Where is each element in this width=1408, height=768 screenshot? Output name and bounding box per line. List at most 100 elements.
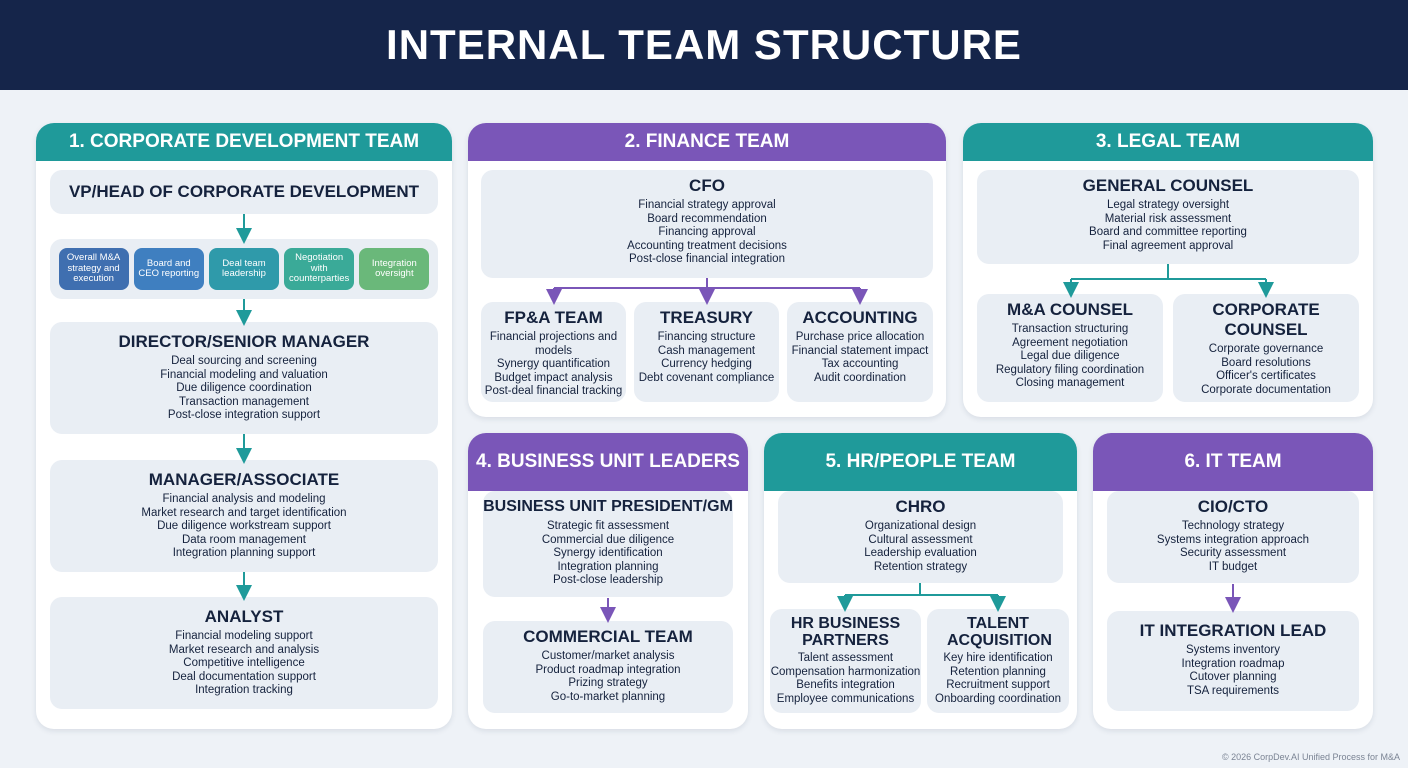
page-header: INTERNAL TEAM STRUCTURE bbox=[0, 0, 1408, 90]
list-item: Financial projections and models bbox=[489, 331, 618, 357]
it-panel: 6. IT TEAM CIO/CTO Technology strategy S… bbox=[1093, 433, 1373, 729]
list-item: Employee communications bbox=[776, 692, 915, 705]
hr-panel: 5. HR/PEOPLE TEAM CHRO Organizational de… bbox=[764, 433, 1077, 729]
list-item: Financial modeling support bbox=[175, 630, 313, 642]
list-item: Onboarding coordination bbox=[935, 692, 1061, 705]
list-item: Prizing strategy bbox=[568, 677, 648, 690]
list-item: Customer/market analysis bbox=[541, 650, 675, 662]
list-item: Security assessment bbox=[1179, 547, 1287, 560]
list-item: Cutover planning bbox=[1189, 671, 1277, 684]
list-item: Legal strategy oversight bbox=[1106, 199, 1230, 211]
corp-counsel-title: CORPORATE COUNSEL bbox=[1212, 300, 1320, 339]
commercial-title: COMMERCIAL TEAM bbox=[523, 627, 693, 646]
list-item: Compensation harmonization bbox=[770, 665, 921, 678]
list-item: IT budget bbox=[1208, 560, 1258, 573]
accounting-title: ACCOUNTING bbox=[802, 308, 918, 327]
list-item: Integration tracking bbox=[195, 684, 293, 697]
page-title: INTERNAL TEAM STRUCTURE bbox=[386, 21, 1022, 68]
list-item: Systems integration approach bbox=[1156, 533, 1310, 546]
chro-title: CHRO bbox=[895, 497, 946, 516]
list-item: Commercial due diligence bbox=[541, 533, 675, 546]
corp-dev-panel: 1. CORPORATE DEVELOPMENT TEAM VP/HEAD OF… bbox=[36, 123, 452, 729]
list-item: Financial statement impact bbox=[791, 344, 929, 357]
list-item: Due diligence workstream support bbox=[157, 520, 331, 533]
it-lead-title: IT INTEGRATION LEAD bbox=[1139, 621, 1327, 640]
list-item: Technology strategy bbox=[1181, 520, 1285, 532]
chip-deal-team: Deal team leadership bbox=[208, 248, 279, 290]
list-item: Strategic fit assessment bbox=[546, 520, 670, 532]
list-item: Purchase price allocation bbox=[795, 331, 925, 343]
gc-title: GENERAL COUNSEL bbox=[1082, 176, 1254, 195]
list-item: Retention strategy bbox=[873, 560, 968, 573]
corp-counsel-box: CORPORATE COUNSEL Corporate governance B… bbox=[1173, 294, 1359, 402]
list-item: Market research and analysis bbox=[168, 643, 320, 656]
list-item: Financing approval bbox=[658, 226, 756, 239]
analyst-title: ANALYST bbox=[204, 607, 284, 626]
list-item: Go-to-market planning bbox=[550, 690, 666, 703]
cfo-box: CFO Financial strategy approval Board re… bbox=[481, 170, 933, 278]
list-item: Competitive intelligence bbox=[183, 657, 305, 670]
list-item: Due diligence coordination bbox=[176, 382, 312, 395]
list-item: Recruitment support bbox=[946, 679, 1050, 692]
accounting-box: ACCOUNTING Purchase price allocation Fin… bbox=[787, 302, 933, 402]
list-item: Corporate documentation bbox=[1201, 383, 1331, 396]
it-lead-box: IT INTEGRATION LEAD Systems inventory In… bbox=[1107, 611, 1359, 711]
bu-president-box: BUSINESS UNIT PRESIDENT/GM Strategic fit… bbox=[483, 491, 733, 597]
list-item: TSA requirements bbox=[1186, 684, 1280, 697]
list-item: Board recommendation bbox=[647, 212, 767, 225]
chip-board-reporting: Board and CEO reporting bbox=[133, 248, 204, 290]
list-item: Officer's certificates bbox=[1216, 370, 1316, 383]
list-item: Integration planning bbox=[557, 560, 659, 573]
manager-box: MANAGER/ASSOCIATE Financial analysis and… bbox=[50, 460, 438, 572]
list-item: Deal documentation support bbox=[172, 670, 316, 683]
ta-title: TALENT ACQUISITION bbox=[947, 615, 1052, 649]
bu-president-title: BUSINESS UNIT PRESIDENT/GM bbox=[483, 498, 733, 515]
commercial-box: COMMERCIAL TEAM Customer/market analysis… bbox=[483, 621, 733, 713]
list-item: Material risk assessment bbox=[1104, 212, 1232, 225]
list-item: Market research and target identificatio… bbox=[141, 506, 347, 519]
director-box: DIRECTOR/SENIOR MANAGER Deal sourcing an… bbox=[50, 322, 438, 434]
list-item: Audit coordination bbox=[813, 371, 907, 384]
chip-strategy: Overall M&A strategy and execution bbox=[58, 248, 129, 290]
corp-dev-header: 1. CORPORATE DEVELOPMENT TEAM bbox=[36, 123, 452, 161]
treasury-box: TREASURY Financing structure Cash manage… bbox=[634, 302, 779, 402]
list-item: Legal due diligence bbox=[1020, 350, 1120, 363]
manager-title: MANAGER/ASSOCIATE bbox=[148, 470, 340, 489]
list-item: Transaction management bbox=[179, 395, 309, 408]
chro-box: CHRO Organizational design Cultural asse… bbox=[778, 491, 1063, 583]
fpa-title: FP&A TEAM bbox=[504, 308, 603, 327]
analyst-box: ANALYST Financial modeling support Marke… bbox=[50, 597, 438, 709]
list-item: Closing management bbox=[1015, 377, 1125, 390]
gc-box: GENERAL COUNSEL Legal strategy oversight… bbox=[977, 170, 1359, 264]
list-item: Organizational design bbox=[864, 520, 977, 532]
ma-counsel-title: M&A COUNSEL bbox=[1007, 300, 1133, 319]
list-item: Financing structure bbox=[657, 331, 756, 343]
treasury-title: TREASURY bbox=[660, 308, 753, 327]
list-item: Board resolutions bbox=[1221, 356, 1311, 369]
list-item: Post-deal financial tracking bbox=[484, 385, 623, 398]
copyright-footer: © 2026 CorpDev.AI Unified Process for M&… bbox=[1221, 752, 1400, 762]
list-item: Leadership evaluation bbox=[864, 547, 977, 560]
cio-box: CIO/CTO Technology strategy Systems inte… bbox=[1107, 491, 1359, 583]
list-item: Tax accounting bbox=[821, 358, 899, 371]
list-item: Post-close leadership bbox=[553, 574, 663, 587]
list-item: Debt covenant compliance bbox=[638, 371, 775, 384]
list-item: Accounting treatment decisions bbox=[627, 239, 787, 252]
legal-panel: 3. LEGAL TEAM GENERAL COUNSEL Legal stra… bbox=[963, 123, 1373, 417]
list-item: Synergy quantification bbox=[496, 358, 611, 371]
hr-header: 5. HR/PEOPLE TEAM bbox=[764, 433, 1077, 491]
corp-dev-vp-box: VP/HEAD OF CORPORATE DEVELOPMENT bbox=[50, 170, 438, 214]
list-item: Transaction structuring bbox=[1011, 323, 1129, 335]
corp-dev-vp-title: VP/HEAD OF CORPORATE DEVELOPMENT bbox=[68, 182, 420, 201]
bu-header: 4. BUSINESS UNIT LEADERS bbox=[468, 433, 748, 491]
list-item: Currency hedging bbox=[661, 358, 752, 371]
bu-panel: 4. BUSINESS UNIT LEADERS BUSINESS UNIT P… bbox=[468, 433, 748, 729]
legal-header: 3. LEGAL TEAM bbox=[963, 123, 1373, 161]
list-item: Deal sourcing and screening bbox=[171, 355, 317, 367]
list-item: Systems inventory bbox=[1186, 644, 1280, 656]
fpa-box: FP&A TEAM Financial projections and mode… bbox=[481, 302, 626, 402]
ma-counsel-box: M&A COUNSEL Transaction structuring Agre… bbox=[977, 294, 1163, 402]
finance-panel: 2. FINANCE TEAM CFO Financial strategy a… bbox=[468, 123, 946, 417]
cio-title: CIO/CTO bbox=[1197, 497, 1269, 516]
list-item: Final agreement approval bbox=[1102, 239, 1234, 252]
